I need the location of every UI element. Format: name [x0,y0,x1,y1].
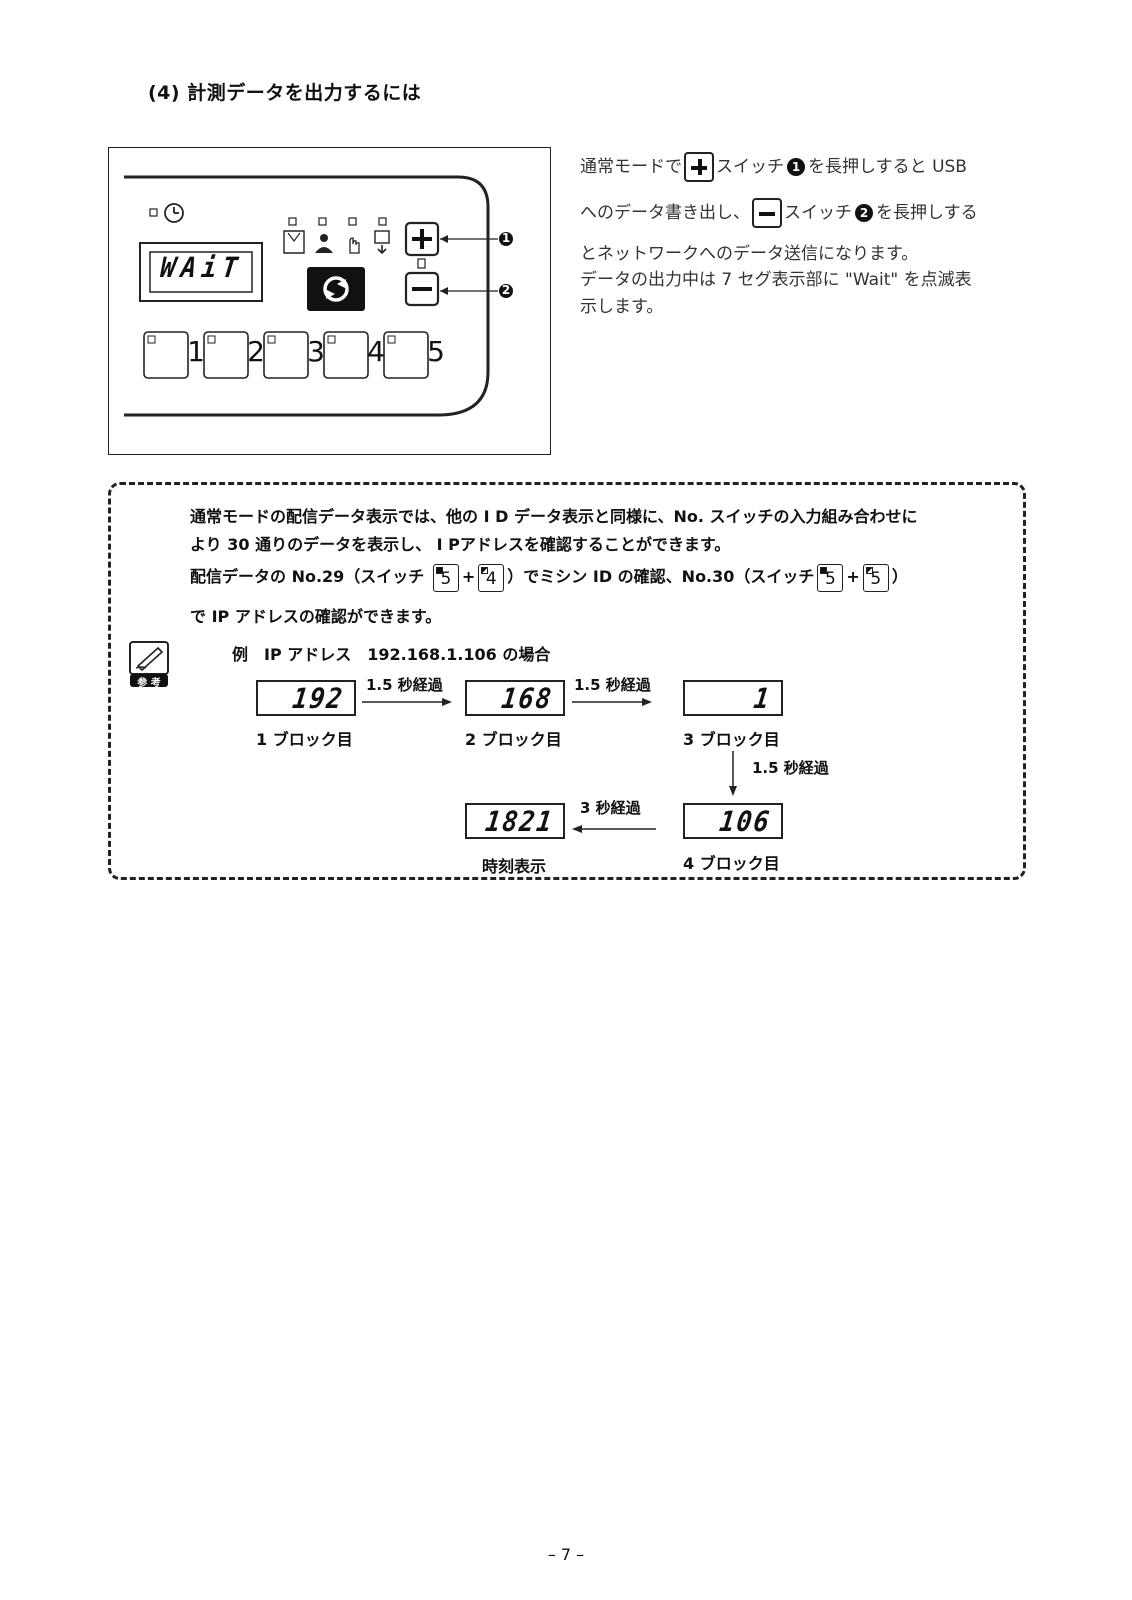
key-label: 5 [427,335,445,368]
number-key-2 [203,331,249,379]
reset-switch [307,267,365,311]
sequence-arrows [362,698,737,833]
key-label: 2 [247,335,265,368]
shirt-no-icon [283,230,305,254]
marker-2-icon: 2 [855,204,873,222]
reference-badge-label: 参 考 [137,678,161,689]
ip-block-3-display: 1 [683,680,783,716]
led [149,208,158,217]
example-heading: 例 IP アドレス 192.168.1.106 の場合 [232,645,551,664]
marker-1-icon: 1 [787,158,805,176]
number-key-5 [383,331,429,379]
section-heading: (4) 計測データを出力するには [148,82,422,104]
note-paragraph-2: 配信データの No.29（スイッチ 5+4）でミシン ID の確認、No.30（… [190,563,908,592]
ip-block-1-display: 192 [256,680,356,716]
hand-no-icon [349,237,360,254]
seven-segment-display [139,242,263,302]
note-paragraph-1-line-2: より 30 通りのデータを表示し、 I Pアドレスを確認することができます。 [190,535,731,554]
marker-1: 1 [501,231,511,245]
operator-id-icon [315,234,333,253]
operation-panel-illustration [124,175,513,417]
reference-note-frame [108,482,1026,880]
key-label: 4 [367,335,385,368]
number-key-4 [323,331,369,379]
marker-2: 2 [501,283,511,297]
switch-5-key-on: 5 [432,563,459,592]
ip-block-4-display: 106 [683,803,783,839]
description-line-5: 示します。 [580,297,664,317]
description-line-3: とネットワークへのデータ送信になります。 [580,244,919,264]
reference-memo-icon [129,641,169,687]
note-paragraph-3: で IP アドレスの確認ができます。 [190,607,442,626]
block-label: 1 ブロック目 [256,730,353,749]
block-label: 3 ブロック目 [683,730,780,749]
minus-switch [404,271,440,307]
arrow-label: 1.5 秒経過 [366,676,443,694]
arrow-label: 3 秒経過 [580,799,641,817]
arrow-label: 1.5 秒経過 [752,759,829,777]
clock-icon [164,203,184,223]
block-label: 時刻表示 [482,857,547,876]
download-icon [374,230,390,255]
plus-key-icon [684,152,714,182]
switch-5-key-on: 5 [817,563,844,592]
key-label: 3 [307,335,325,368]
number-key-3 [263,331,309,379]
switch-5-key-half: 5 [862,563,889,592]
time-display: 1821 [465,803,565,839]
switch-4-key-half: 4 [478,563,505,592]
arrow-label: 1.5 秒経過 [574,676,651,694]
plus-switch [404,221,440,257]
ip-block-2-display: 168 [465,680,565,716]
key-label: 1 [187,335,205,368]
block-label: 2 ブロック目 [465,730,562,749]
description-line-4: データの出力中は 7 セグ表示部に "Wait" を点滅表 [580,270,972,290]
note-paragraph-1-line-1: 通常モードの配信データ表示では、他の I D データ表示と同様に、No. スイッ… [190,507,918,526]
minus-key-icon [752,198,782,228]
page-number: – 7 – [547,1545,585,1564]
number-key-1 [143,331,189,379]
block-label: 4 ブロック目 [683,854,780,873]
panel-illustration-frame [108,147,551,455]
